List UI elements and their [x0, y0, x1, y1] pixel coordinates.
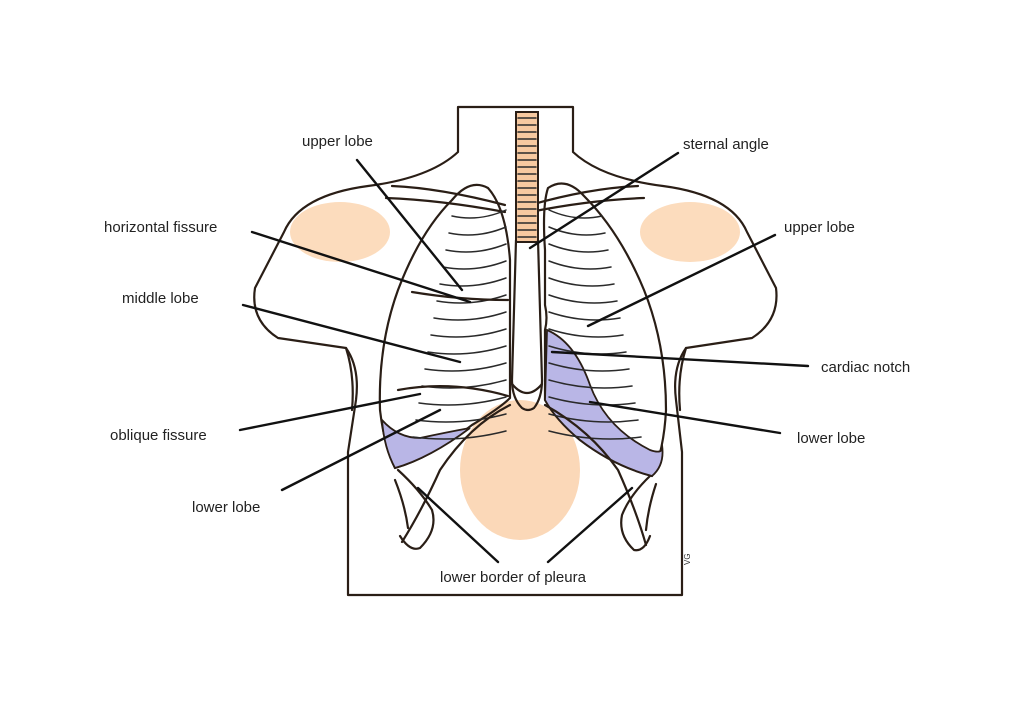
left-costal-cartilage-2 [646, 484, 656, 530]
label-horizontal-fissure: horizontal fissure [104, 219, 217, 236]
label-sternal-angle: sternal angle [683, 136, 769, 153]
right-costal-cartilage-2 [395, 480, 408, 528]
label-upper-lobe-left-lung: upper lobe [784, 219, 855, 236]
left-shoulder-highlight [640, 202, 740, 262]
rib-line [549, 261, 611, 269]
rib-line [443, 261, 506, 269]
rib-line [428, 346, 506, 354]
rib-line [446, 244, 506, 252]
label-oblique-fissure: oblique fissure [110, 427, 207, 444]
label-cardiac-notch: cardiac notch [821, 359, 910, 376]
rib-line [549, 244, 608, 252]
rib-line [434, 312, 506, 320]
leader-cardiac-notch [552, 352, 808, 366]
label-lower-lobe-left-lung: lower lobe [797, 430, 865, 447]
right-costal-cartilage [398, 470, 434, 549]
rib-line [549, 210, 602, 218]
leader-middle-lobe [243, 305, 460, 362]
leader-oblique-fissure [240, 394, 420, 430]
trachea [516, 112, 538, 242]
rib-line [549, 329, 623, 337]
rib-line [549, 278, 614, 286]
rib-line [549, 295, 617, 303]
label-middle-lobe: middle lobe [122, 290, 199, 307]
right-lower-lobe-shade [382, 420, 470, 468]
label-lower-lobe-right-lung: lower lobe [192, 499, 260, 516]
rib-line [431, 329, 506, 337]
artist-mark: VG [683, 553, 692, 565]
rib-line [419, 397, 506, 405]
sternum [512, 240, 542, 410]
xiphoid [512, 384, 542, 393]
label-lower-border-of-pleura: lower border of pleura [440, 569, 587, 586]
rib-line [440, 278, 506, 286]
rib-line [449, 227, 506, 235]
label-upper-lobe-right-lung: upper lobe [302, 133, 373, 150]
right-lung-ribs [413, 210, 506, 439]
rib-line [425, 363, 506, 371]
right-shoulder-highlight [290, 202, 390, 262]
